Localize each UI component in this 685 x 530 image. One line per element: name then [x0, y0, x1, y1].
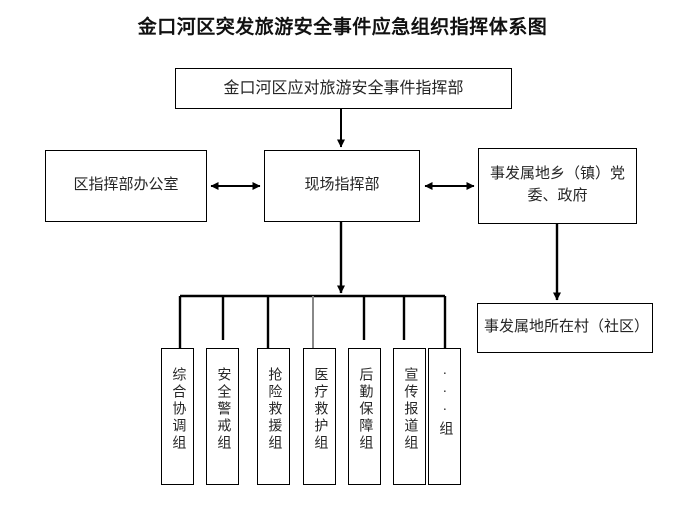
- node-label: 现场指挥部: [304, 177, 380, 194]
- group-label: 后勤保障组: [357, 367, 373, 452]
- group-box-logistics-support[interactable]: 后勤保障组: [348, 348, 381, 485]
- node-district-command-office[interactable]: 区指挥部办公室: [45, 150, 207, 222]
- group-label: 抢险救援组: [266, 367, 282, 452]
- node-label: 区指挥部办公室: [73, 177, 179, 194]
- group-label: 宣传报道组: [402, 367, 418, 452]
- group-label: ···组: [437, 367, 453, 438]
- node-label: 金口河区应对旅游安全事件指挥部: [223, 79, 464, 97]
- node-label: 事发属地乡（镇）党 委、政府: [489, 166, 625, 204]
- page-title: 金口河区突发旅游安全事件应急组织指挥体系图: [137, 17, 548, 38]
- group-label: 医疗救护组: [312, 367, 328, 452]
- node-onsite-command[interactable]: 现场指挥部: [264, 150, 420, 222]
- group-box-medical-aid[interactable]: 医疗救护组: [303, 348, 336, 485]
- group-box-emergency-rescue[interactable]: 抢险救援组: [257, 348, 290, 485]
- node-label: 事发属地所在村（社区）: [484, 319, 650, 336]
- group-label: 安全警戒组: [215, 367, 231, 452]
- node-village-community[interactable]: 事发属地所在村（社区）: [477, 303, 653, 353]
- node-command-headquarters[interactable]: 金口河区应对旅游安全事件指挥部: [175, 68, 512, 109]
- group-box-coordination[interactable]: 综合协调组: [161, 348, 194, 485]
- connector-onsite-to-groups: [178, 222, 447, 348]
- group-box-publicity-reporting[interactable]: 宣传报道组: [393, 348, 426, 485]
- node-township-party-government[interactable]: 事发属地乡（镇）党 委、政府: [478, 148, 637, 224]
- group-box-other[interactable]: ···组: [428, 348, 461, 485]
- group-box-security-cordon[interactable]: 安全警戒组: [206, 348, 239, 485]
- group-label: 综合协调组: [170, 367, 186, 452]
